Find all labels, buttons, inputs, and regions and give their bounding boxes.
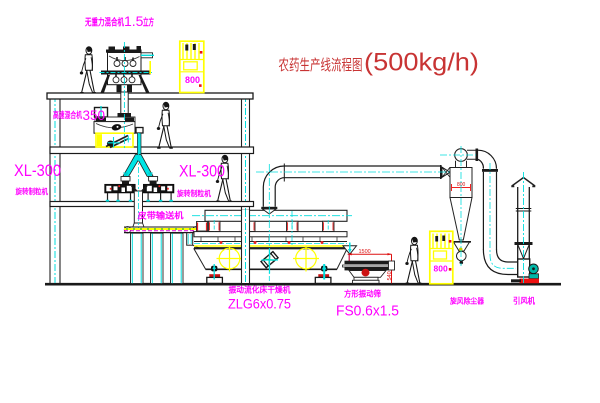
svg-text:1.5: 1.5: [124, 13, 144, 29]
svg-text:XL-300: XL-300: [179, 163, 225, 181]
svg-text:(500kg/h): (500kg/h): [364, 49, 479, 77]
svg-text:800: 800: [185, 75, 200, 85]
svg-text:旋转制粒机: 旋转制粒机: [15, 186, 49, 196]
svg-text:皮带输送机: 皮带输送机: [136, 210, 183, 221]
svg-text:ZLG6x0.75: ZLG6x0.75: [228, 296, 291, 312]
svg-text:无重力混合机: 无重力混合机: [84, 17, 124, 29]
svg-text:立方: 立方: [143, 17, 154, 29]
svg-text:引风机: 引风机: [513, 296, 535, 306]
svg-text:农药生产线流程图: 农药生产线流程图: [279, 57, 363, 74]
svg-text:振动流化床干燥机: 振动流化床干燥机: [229, 285, 291, 295]
svg-text:FS0.6x1.5: FS0.6x1.5: [336, 303, 399, 320]
svg-text:350: 350: [83, 108, 106, 123]
svg-text:800: 800: [434, 264, 448, 274]
svg-text:方形振动筛: 方形振动筛: [344, 289, 381, 299]
svg-text:旋转制粒机: 旋转制粒机: [176, 188, 211, 198]
svg-text:高速混合机: 高速混合机: [53, 109, 82, 120]
svg-text:540: 540: [387, 271, 393, 280]
svg-text:XL-300: XL-300: [14, 162, 61, 180]
svg-text:旋风除尘器: 旋风除尘器: [449, 296, 484, 306]
svg-text:1500: 1500: [359, 249, 371, 255]
